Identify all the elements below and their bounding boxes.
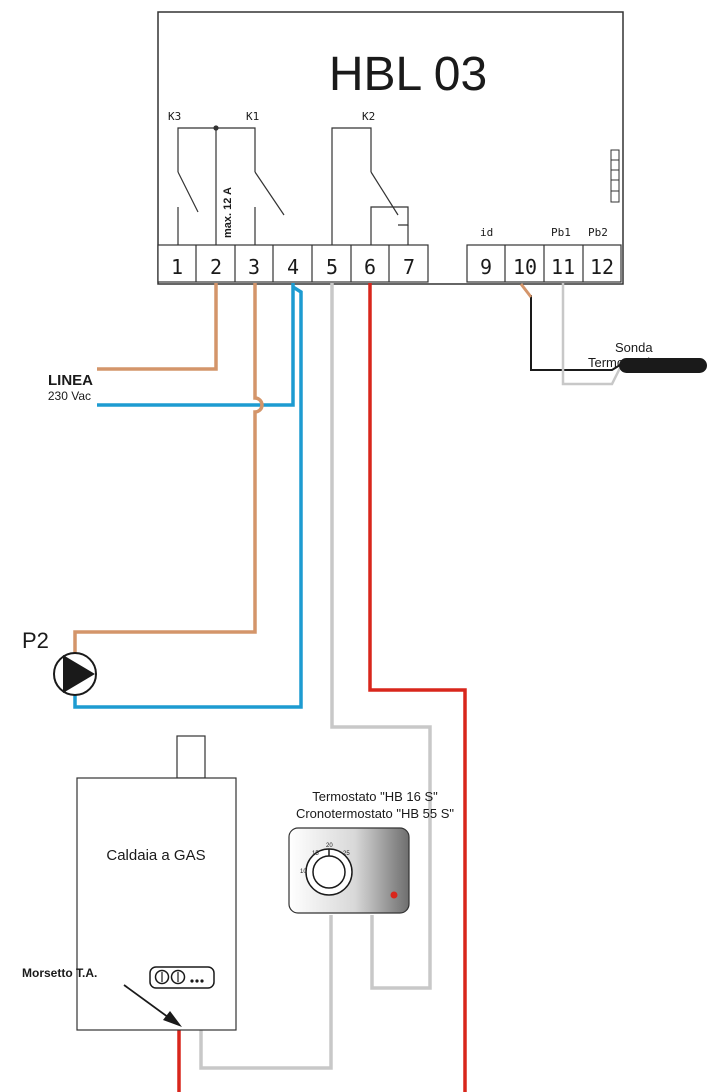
probe-sensor-body xyxy=(619,358,707,373)
thermostat-led-icon xyxy=(390,891,398,899)
wire-signal-5 xyxy=(330,283,432,990)
wire-probe-grey xyxy=(561,283,622,386)
terminal-12: 12 xyxy=(590,255,614,279)
wire-probe-tan xyxy=(519,283,533,298)
line-supply-voltage: 230 Vac xyxy=(48,389,91,403)
relay-label-k2: K2 xyxy=(362,110,375,123)
controller-housing xyxy=(157,11,624,285)
wire-pump-neutral xyxy=(73,285,303,709)
boiler-body xyxy=(76,777,237,1031)
pump-arrow-icon xyxy=(63,655,95,693)
thermostat-label-line1: Termostato "HB 16 S" xyxy=(312,789,438,804)
relay-contacts xyxy=(177,125,409,245)
terminal-7: 7 xyxy=(403,255,415,279)
pump-p2: P2 xyxy=(22,628,97,696)
gas-boiler: Caldaia a GAS Morsetto T.A. xyxy=(22,735,237,1031)
temperature-probe: Sonda Termoprodotto xyxy=(588,340,707,373)
probe-label-pb1: Pb1 xyxy=(551,226,571,239)
dial-mark-10: 10 xyxy=(300,869,307,875)
terminal-5: 5 xyxy=(326,255,338,279)
terminal-block xyxy=(157,244,622,283)
side-connector xyxy=(610,149,620,203)
dial-mark-25: 25 xyxy=(343,851,350,857)
probe-label-pb2: Pb2 xyxy=(588,226,608,239)
terminal-11: 11 xyxy=(551,255,575,279)
boiler-terminal-label: Morsetto T.A. xyxy=(22,966,97,980)
probe-label-id: id xyxy=(480,226,493,239)
boiler-flue xyxy=(176,735,206,779)
wire-pump-live xyxy=(73,283,264,660)
thermostat-dial-icon xyxy=(312,855,346,889)
terminal-1: 1 xyxy=(171,255,183,279)
relay-label-k1: K1 xyxy=(246,110,259,123)
terminal-10: 10 xyxy=(513,255,537,279)
wire-signal-boiler xyxy=(199,915,333,1070)
terminal-3: 3 xyxy=(248,255,260,279)
thermostat-label-line2: Cronotermostato "HB 55 S" xyxy=(296,806,454,821)
wire-power-6 xyxy=(368,283,467,1092)
controller-hbl03: HBL 03 K3 K1 K2 xyxy=(157,11,624,285)
terminal-2: 2 xyxy=(210,255,222,279)
wire-probe-black xyxy=(530,295,621,371)
terminal-6: 6 xyxy=(364,255,376,279)
terminal-numbers: 1 2 3 4 5 6 7 9 10 11 12 xyxy=(171,255,614,279)
dial-mark-20: 20 xyxy=(326,843,333,849)
terminal-block-left xyxy=(157,244,429,283)
terminal-9: 9 xyxy=(480,255,492,279)
wire-line-phase xyxy=(97,283,218,371)
thermostat: Termostato "HB 16 S" Cronotermostato "HB… xyxy=(288,789,454,914)
boiler-indicator-icon xyxy=(190,979,194,983)
boiler-label: Caldaia a GAS xyxy=(106,847,205,864)
boiler-terminal-arrowhead-icon xyxy=(163,1011,182,1027)
pump-label: P2 xyxy=(22,628,49,653)
wire-line-neutral xyxy=(97,283,295,407)
controller-title: HBL 03 xyxy=(329,48,487,101)
wires xyxy=(73,283,622,1092)
dial-mark-15: 15 xyxy=(312,851,319,857)
terminal-4: 4 xyxy=(287,255,299,279)
line-supply-name: LINEA xyxy=(48,372,93,389)
boiler-terminal-arrow xyxy=(123,984,173,1021)
relay-label-k3: K3 xyxy=(168,110,181,123)
probe-label-line1: Sonda xyxy=(615,340,653,355)
max-current-label: max. 12 A xyxy=(222,187,234,238)
